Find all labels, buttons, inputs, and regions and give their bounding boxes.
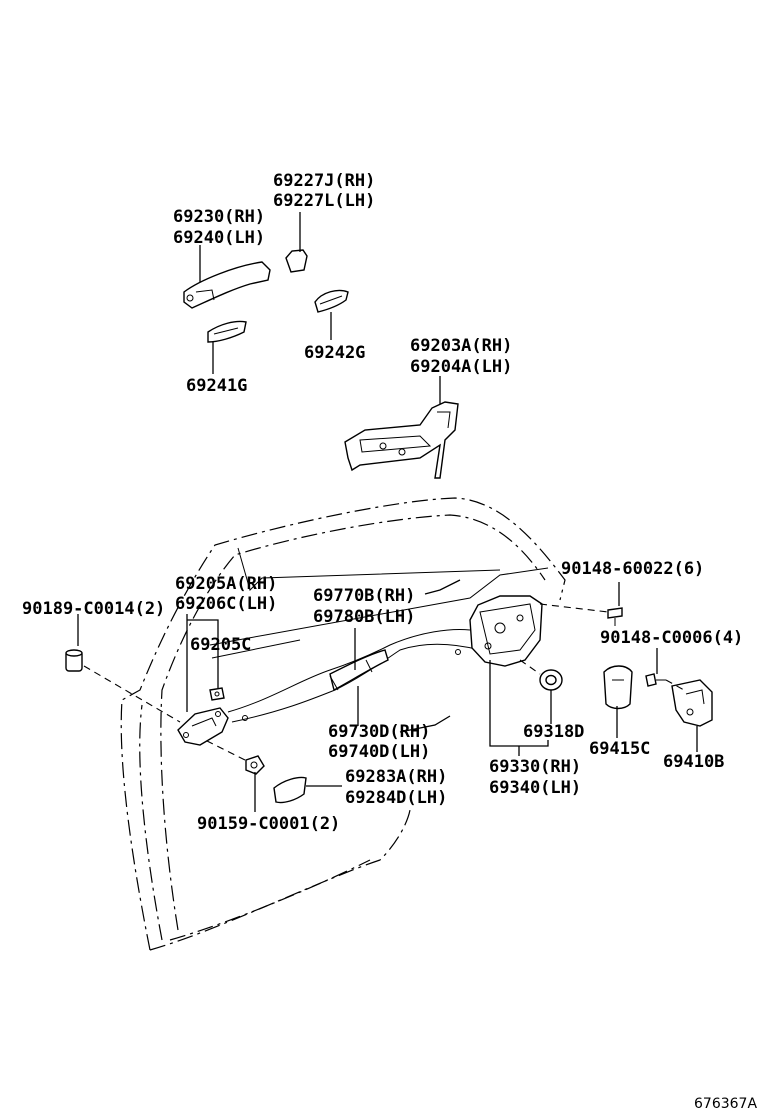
label-90159: 90159-C0001(2) xyxy=(197,814,340,834)
label-69205a: 69205A(RH) 69206C(LH) xyxy=(175,574,288,614)
handle-cover-part xyxy=(273,776,307,804)
label-69205c: 69205C xyxy=(190,635,251,655)
label-90148-60022: 90148-60022(6) xyxy=(561,559,704,579)
handle-cap-part xyxy=(285,249,308,273)
door-outline xyxy=(120,497,566,951)
handle-frame-part xyxy=(344,401,459,479)
alignment-dashes xyxy=(83,603,685,761)
label-69318d: 69318D xyxy=(523,722,584,742)
inside-handle-part xyxy=(177,707,229,746)
label-69203: 69203A(RH) 69204A(LH) xyxy=(410,336,523,377)
label-69283: 69283A(RH) 69284D(LH) xyxy=(345,767,458,808)
label-90189: 90189-C0014(2) xyxy=(22,599,165,619)
inside-handle-screw-part xyxy=(245,755,265,775)
figure-id: 676367A xyxy=(694,1096,757,1112)
label-69770: 69770B(RH) 69780B(LH) xyxy=(313,586,426,627)
door-striker-part xyxy=(671,679,713,727)
label-69227: 69227J(RH) 69227L(LH) xyxy=(273,171,386,211)
label-69230: 69230(RH) 69240(LH) xyxy=(173,207,275,248)
label-69415c: 69415C xyxy=(589,739,650,759)
outside-handle-part xyxy=(183,261,271,309)
label-69242g: 69242G xyxy=(304,343,365,363)
lock-cables xyxy=(227,629,481,723)
label-69730: 69730D(RH) 69740D(LH) xyxy=(328,722,441,762)
handle-gasket-part xyxy=(207,320,247,343)
clip-part xyxy=(209,687,225,701)
door-lock-assembly-part xyxy=(469,595,543,667)
leader-lines xyxy=(77,212,698,812)
label-69330: 69330(RH) 69340(LH) xyxy=(489,757,591,798)
striker-screw-part xyxy=(645,673,666,687)
label-69241g: 69241G xyxy=(186,376,247,396)
lock-washer-part xyxy=(539,669,563,691)
grommet-part xyxy=(65,649,83,672)
label-69410b: 69410B xyxy=(663,752,724,772)
handle-pad-part xyxy=(314,289,349,313)
lock-screw-part xyxy=(607,607,623,626)
striker-shim-part xyxy=(603,665,633,710)
label-90148-c0006: 90148-C0006(4) xyxy=(600,628,743,648)
